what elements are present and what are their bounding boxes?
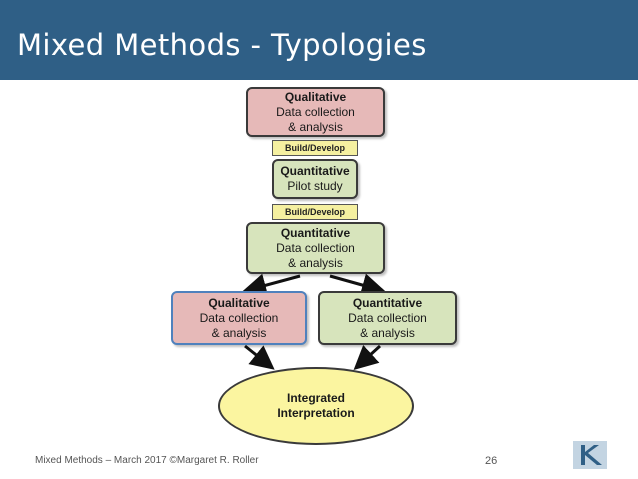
box1-line2: Data collection <box>276 104 355 119</box>
slide-footer: Mixed Methods – March 2017 ©Margaret R. … <box>35 455 259 466</box>
box5-line2: Data collection <box>348 310 427 325</box>
box2-heading: Quantitative <box>280 164 350 178</box>
box4-line3: & analysis <box>211 325 267 340</box>
box4-heading: Qualitative <box>208 295 270 310</box>
integrated-interpretation-ellipse: Integrated Interpretation <box>218 367 414 445</box>
quantitative-pilot-box: Quantitative Pilot study <box>272 159 358 199</box>
arrow-qualitative-to-integrated <box>244 344 275 370</box>
integrated-line1: Integrated <box>286 391 345 405</box>
quantitative-box-right: Quantitative Data collection & analysis <box>318 291 457 345</box>
quantitative-box-middle: Quantitative Data collection & analysis <box>246 222 385 274</box>
title-bar: Mixed Methods - Typologies <box>0 0 638 80</box>
qualitative-box-left: Qualitative Data collection & analysis <box>171 291 307 345</box>
integrated-line2: Interpretation <box>277 406 355 420</box>
box5-heading: Quantitative <box>352 295 423 310</box>
build-develop-tag-1: Build/Develop <box>272 140 358 156</box>
box3-line3: & analysis <box>288 255 343 270</box>
box4-line2: Data collection <box>199 310 279 325</box>
arrow-to-quantitative <box>329 273 386 297</box>
box3-line2: Data collection <box>276 240 355 255</box>
roller-logo-icon <box>573 441 607 469</box>
slide-title: Mixed Methods - Typologies <box>17 28 427 62</box>
box2-line2: Pilot study <box>287 179 343 193</box>
page-number: 26 <box>485 455 498 467</box>
box1-heading: Qualitative <box>284 89 347 104</box>
arrow-quantitative-to-integrated <box>353 344 382 371</box>
box1-line3: & analysis <box>288 119 343 134</box>
qualitative-box-top: Qualitative Data collection & analysis <box>246 87 385 137</box>
build-develop-tag-2: Build/Develop <box>272 204 358 220</box>
box3-heading: Quantitative <box>280 225 351 240</box>
box5-line3: & analysis <box>360 325 415 340</box>
arrow-to-qualitative <box>242 273 301 297</box>
